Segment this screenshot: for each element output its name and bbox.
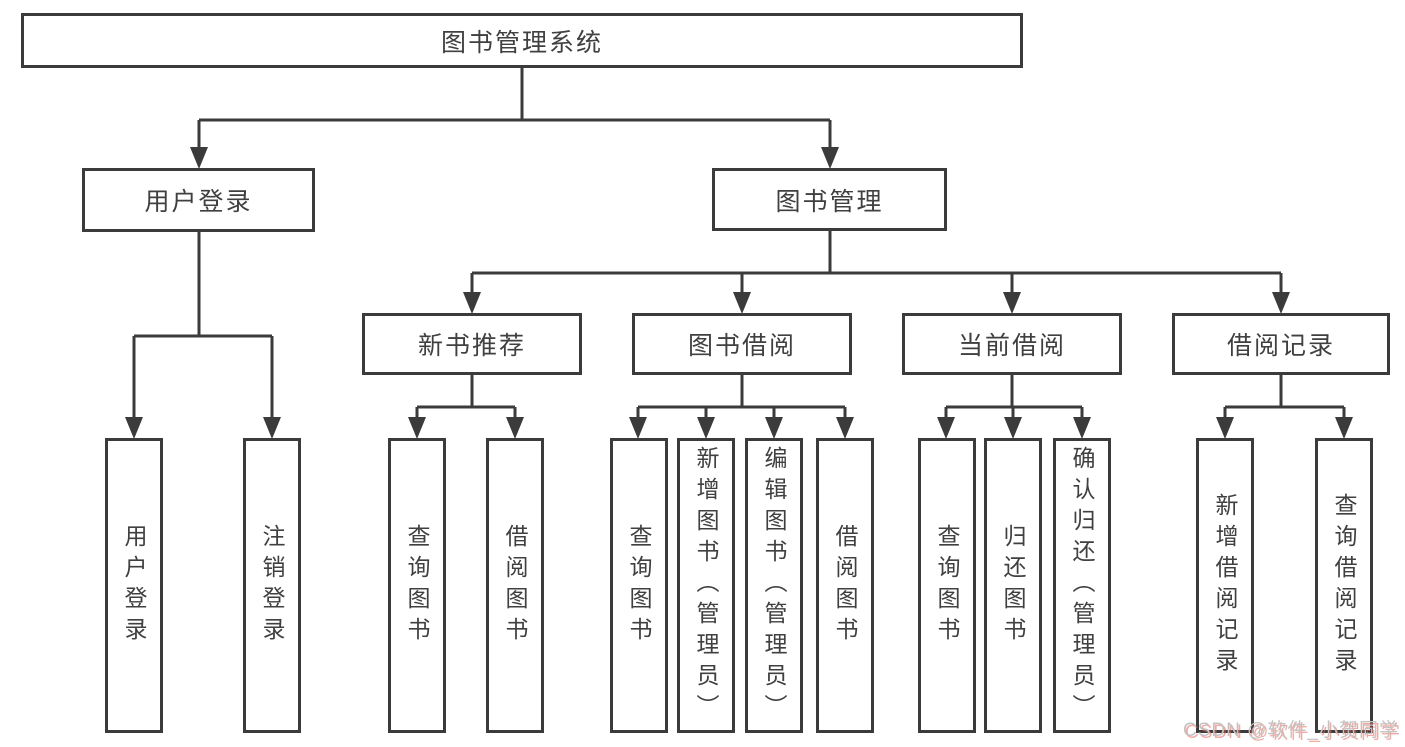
leaf-borrow-books-recommend-label: 借阅图书 (502, 523, 528, 648)
leaf-query-books-current-label: 查询图书 (934, 523, 960, 648)
leaf-query-books-borrowing-label: 查询图书 (626, 523, 652, 648)
csdn-watermark: CSDN @软件_小贺同学 (1183, 720, 1399, 741)
leaf-edit-books-admin: 编辑图书（管理员） (745, 438, 803, 733)
leaf-confirm-return-admin: 确认归还（管理员） (1053, 438, 1111, 733)
leaf-logout: 注销登录 (243, 438, 301, 733)
leaf-query-books-recommend: 查询图书 (388, 438, 446, 733)
node-user-login: 用户登录 (82, 168, 315, 232)
leaf-add-books-admin: 新增图书（管理员） (677, 438, 735, 733)
leaf-add-books-admin-label: 新增图书（管理员） (693, 446, 719, 725)
node-root: 图书管理系统 (21, 13, 1023, 68)
leaf-return-books: 归还图书 (984, 438, 1042, 733)
node-borrowing-records: 借阅记录 (1172, 313, 1390, 375)
node-book-management: 图书管理 (712, 168, 947, 231)
node-current-borrowing: 当前借阅 (902, 313, 1122, 375)
leaf-edit-books-admin-label: 编辑图书（管理员） (761, 446, 787, 725)
node-new-book-recommend: 新书推荐 (362, 313, 582, 375)
leaf-confirm-return-admin-label: 确认归还（管理员） (1069, 446, 1095, 725)
leaf-borrow-books-borrowing: 借阅图书 (816, 438, 874, 733)
leaf-logout-label: 注销登录 (259, 523, 285, 648)
leaf-query-books-current: 查询图书 (918, 438, 976, 733)
leaf-add-borrow-record-label: 新增借阅记录 (1212, 492, 1238, 679)
leaf-return-books-label: 归还图书 (1000, 523, 1026, 648)
node-book-borrowing: 图书借阅 (632, 313, 852, 375)
leaf-user-login: 用户登录 (105, 438, 163, 733)
leaf-borrow-books-recommend: 借阅图书 (486, 438, 544, 733)
leaf-user-login-label: 用户登录 (121, 523, 147, 648)
leaf-query-books-borrowing: 查询图书 (610, 438, 668, 733)
leaf-add-borrow-record: 新增借阅记录 (1196, 438, 1254, 733)
leaf-query-borrow-record: 查询借阅记录 (1315, 438, 1373, 733)
leaf-query-borrow-record-label: 查询借阅记录 (1331, 492, 1357, 679)
leaf-borrow-books-borrowing-label: 借阅图书 (832, 523, 858, 648)
leaf-query-books-recommend-label: 查询图书 (404, 523, 430, 648)
